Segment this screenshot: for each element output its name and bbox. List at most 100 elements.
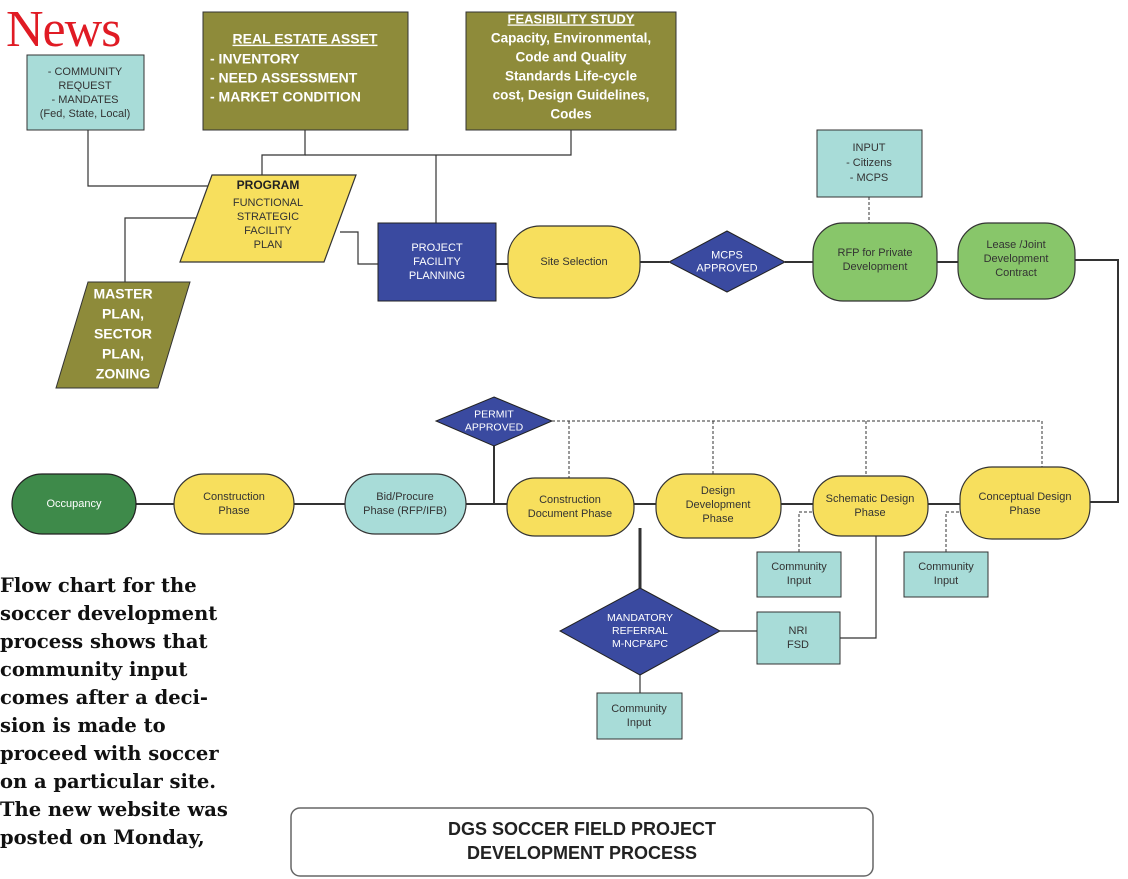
conceptual-design-label: Conceptual Design [979, 491, 1072, 503]
caption-line: on a particular site. [0, 770, 217, 793]
project-planning-label: PLANNING [409, 270, 465, 282]
rfp-label: RFP for Private [838, 247, 913, 259]
node-schematic-design [812, 475, 929, 537]
caption-line: The new website was [0, 798, 228, 821]
community-input-1-label: Input [787, 575, 811, 587]
node-community-input-3 [596, 692, 683, 740]
occupancy-label: Occupancy [46, 498, 102, 510]
community-input-3-label: Community [611, 703, 667, 715]
node-mandatory-referral [558, 587, 722, 676]
real-estate-label: - NEED ASSESSMENT [210, 70, 358, 86]
connector-permit-dotted [552, 420, 1043, 467]
master-plan-label: MASTER [93, 286, 152, 302]
real-estate-heading-label: REAL ESTATE ASSET [233, 31, 378, 47]
feasibility-label: Codes [550, 107, 591, 122]
design-development-label: Phase [702, 513, 733, 525]
connector-community-1 [798, 511, 820, 552]
feasibility-label: Code and Quality [515, 50, 627, 65]
input-citizens-label: - Citizens [846, 157, 892, 169]
project-planning-label: PROJECT [411, 242, 463, 254]
node-design-development [655, 473, 782, 539]
node-site-selection [507, 225, 641, 299]
node-feasibility-study [465, 11, 677, 131]
lease-label: Lease /Joint [986, 239, 1045, 251]
node-nri-fsd [756, 611, 841, 665]
title-box [290, 807, 874, 877]
mcps-approved-label: APPROVED [696, 262, 757, 274]
node-program [179, 174, 357, 263]
node-construction-document [506, 477, 635, 537]
mandatory-referral-label: M-NCP&PC [612, 638, 668, 650]
program-label: FUNCTIONAL [233, 197, 303, 209]
connector-program-master [124, 217, 205, 282]
community-input-2-label: Community [918, 561, 974, 573]
lease-label: Development [984, 253, 1049, 265]
design-development-label: Design [701, 485, 735, 497]
nri-fsd-label: NRI [789, 625, 808, 637]
construction-phase-label: Construction [203, 491, 265, 503]
master-plan-label: SECTOR [94, 326, 152, 342]
article-caption: Flow chart for the soccer development pr… [0, 572, 300, 852]
permit-approved-label: APPROVED [465, 421, 524, 433]
construction-phase-label: Phase [218, 505, 249, 517]
connectors [87, 130, 1119, 693]
construction-document-label: Construction [539, 494, 601, 506]
masthead-news: News [6, 1, 121, 58]
node-real-estate-asset [202, 11, 409, 131]
connector-mandates-program [87, 130, 232, 187]
connector-community-2 [945, 511, 966, 552]
program-label: STRATEGIC [237, 211, 299, 223]
feasibility-label: Capacity, Environmental, [491, 31, 651, 46]
input-citizens-label: - MCPS [850, 172, 889, 184]
node-lease-joint-development [957, 222, 1076, 300]
caption-line: Flow chart for the [0, 574, 197, 597]
mandatory-referral-label: REFERRAL [612, 625, 668, 637]
rfp-label: Development [843, 261, 908, 273]
schematic-design-label: Phase [854, 507, 885, 519]
connector-program-project [340, 231, 378, 265]
node-mcps-approved [667, 230, 787, 293]
node-permit-approved [434, 396, 554, 447]
community-input-2-label: Input [934, 575, 958, 587]
caption-line: sion is made to [0, 714, 166, 737]
program-heading-label: PROGRAM [237, 178, 300, 192]
connector-nri-schematic [840, 530, 877, 639]
real-estate-label: - MARKET CONDITION [210, 89, 361, 105]
nri-fsd-label: FSD [787, 639, 809, 651]
connector-lease-conceptual [1075, 259, 1119, 503]
bid-procure-label: Phase (RFP/IFB) [363, 505, 447, 517]
project-planning-label: FACILITY [413, 256, 461, 268]
mandates-label: - MANDATES [51, 94, 118, 106]
node-construction-phase [173, 473, 295, 535]
node-community-input-1 [756, 551, 842, 598]
permit-approved-label: PERMIT [474, 408, 514, 420]
mcps-approved-label: MCPS [711, 249, 743, 261]
node-mandates [26, 54, 145, 131]
design-development-label: Development [686, 499, 751, 511]
caption-line: proceed with soccer [0, 742, 219, 765]
input-citizens-label: INPUT [853, 142, 886, 154]
mandatory-referral-label: MANDATORY [607, 612, 673, 624]
node-project-facility-planning [377, 222, 497, 302]
connector-feasibility-branch [305, 130, 572, 156]
feasibility-label: Standards Life-cycle [505, 69, 638, 84]
program-label: FACILITY [244, 225, 292, 237]
node-master-plan [55, 281, 191, 389]
caption-line: posted on Monday, [0, 826, 205, 849]
program-label: PLAN [254, 239, 283, 251]
node-occupancy [11, 473, 137, 535]
title-label: DGS SOCCER FIELD PROJECT [448, 819, 716, 839]
construction-document-label: Document Phase [528, 508, 612, 520]
title-label: DEVELOPMENT PROCESS [467, 843, 697, 863]
caption-line: soccer development [0, 602, 218, 625]
node-community-input-2 [903, 551, 989, 598]
real-estate-label: - INVENTORY [210, 51, 300, 67]
community-input-1-label: Community [771, 561, 827, 573]
caption-line: community input [0, 658, 188, 681]
master-plan-label: PLAN, [102, 346, 144, 362]
feasibility-heading-label: FEASIBILITY STUDY [508, 11, 635, 26]
connector-realestate-program [261, 130, 306, 175]
feasibility-label: cost, Design Guidelines, [493, 88, 650, 103]
